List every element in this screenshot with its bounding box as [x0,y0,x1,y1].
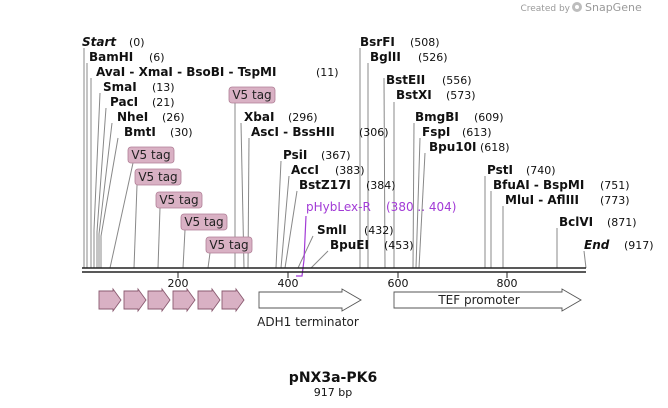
v5-tag-arrow-icon [123,287,147,313]
v5-tag-label: V5 tag [205,236,253,254]
site-position: (773) [600,194,630,207]
site-labels: Start (0) BamHI (6) AvaI - XmaI - BsoBI … [82,35,654,252]
feature-arrow-icon [258,288,362,312]
site-name: SmlI [317,223,347,237]
v5-tag-label: V5 tag [180,213,228,231]
v5-tag-label: V5 tag [134,168,182,186]
site-name: PstI [487,163,513,177]
site-name: BstZ17I [299,178,351,192]
v5-tag-text: V5 tag [131,148,170,162]
site-position: (26) [162,111,185,124]
site-position: (13) [152,81,175,94]
site-position: (740) [526,164,556,177]
v5-tag-arrow-icon [221,287,245,313]
v5-tag-label: V5 tag [228,86,276,104]
feature-label: ADH1 terminator [257,315,359,329]
site-name: XbaI [244,110,274,124]
v5-tag-text: V5 tag [184,215,223,229]
primer-range: (380 .. 404) [386,200,456,214]
feature-tef-promoter: TEF promoter [393,288,582,312]
site-position: (0) [129,36,145,49]
site-name: PacI [110,95,138,109]
feature-label: TEF promoter [437,293,519,307]
axis-tick-label: 400 [278,277,299,290]
site-name: AvaI - XmaI - BsoBI - TspMI [96,65,276,79]
v5-tag-text: V5 tag [138,170,177,184]
site-position: (508) [410,36,440,49]
site-name: SmaI [103,80,137,94]
site-position: (556) [442,74,472,87]
site-name: BmgBI [415,110,459,124]
site-position: (6) [149,51,165,64]
site-position: (30) [170,126,193,139]
v5-tag-text: V5 tag [209,238,248,252]
axis-tick-label: 200 [168,277,189,290]
axis: 200 400 600 800 [168,272,518,290]
site-position: (618) [480,141,510,154]
site-position: (917) [624,239,654,252]
site-name: NheI [117,110,148,124]
v5-tag-labels: V5 tag V5 tag V5 tag V5 tag V5 tag V5 ta… [127,86,276,254]
site-position: (384) [366,179,396,192]
feature-adh1-terminator: ADH1 terminator [257,288,362,329]
v5-tag-arrow-icon [147,287,171,313]
site-name: BfuAI - BspMI [493,178,584,192]
v5-tag-arrow-icon [197,287,221,313]
v5-tag-label: V5 tag [127,146,175,164]
site-position: (526) [418,51,448,64]
site-name: Start [82,35,117,49]
site-name: End [584,238,610,252]
site-name: BstXI [396,88,432,102]
v5-tag-text: V5 tag [232,88,271,102]
site-name: BmtI [124,125,156,139]
map-length: 917 bp [314,386,352,399]
primer-annotation: pHybLex-R (380 .. 404) [296,200,456,277]
site-name: BpuEI [330,238,369,252]
site-name: FspI [422,125,450,139]
site-name: Bpu10I [429,140,476,154]
site-position: (751) [600,179,630,192]
site-leader-lines [83,48,587,269]
site-position: (609) [474,111,504,124]
map-title: pNX3a-PK6 [289,370,377,386]
site-name: BglII [370,50,401,64]
site-position: (613) [462,126,492,139]
snapgene-logo-icon [572,2,582,12]
primer-arrow-icon [296,215,307,277]
site-name: BclVI [559,215,593,229]
v5-tag-label: V5 tag [155,191,203,209]
site-name: BamHI [89,50,133,64]
feature-arrow-icon [393,288,582,312]
site-position: (432) [364,224,394,237]
site-name: BsrFI [360,35,395,49]
site-name: BstEII [386,73,425,87]
site-position: (383) [335,164,365,177]
dna-backbone [82,267,586,273]
site-position: (453) [384,239,414,252]
axis-tick-label: 600 [388,277,409,290]
site-position: (573) [446,89,476,102]
v5-tag-features [98,287,245,313]
site-name: MluI - AflIII [505,193,579,207]
credit-prefix: Created by [520,4,570,14]
site-position: (306) [359,126,389,139]
site-position: (11) [316,66,339,79]
v5-tag-arrow-icon [172,287,196,313]
site-position: (871) [607,216,637,229]
site-name: AscI - BssHII [251,125,335,139]
site-position: (367) [321,149,351,162]
site-position: (21) [152,96,175,109]
site-name: AccI [291,163,319,177]
axis-tick-label: 800 [497,277,518,290]
site-name: PsiI [283,148,307,162]
v5-tag-text: V5 tag [159,193,198,207]
site-position: (296) [288,111,318,124]
v5-tag-arrow-icon [98,287,122,313]
credit-brand: SnapGene [585,1,642,14]
primer-name: pHybLex-R [306,200,371,214]
